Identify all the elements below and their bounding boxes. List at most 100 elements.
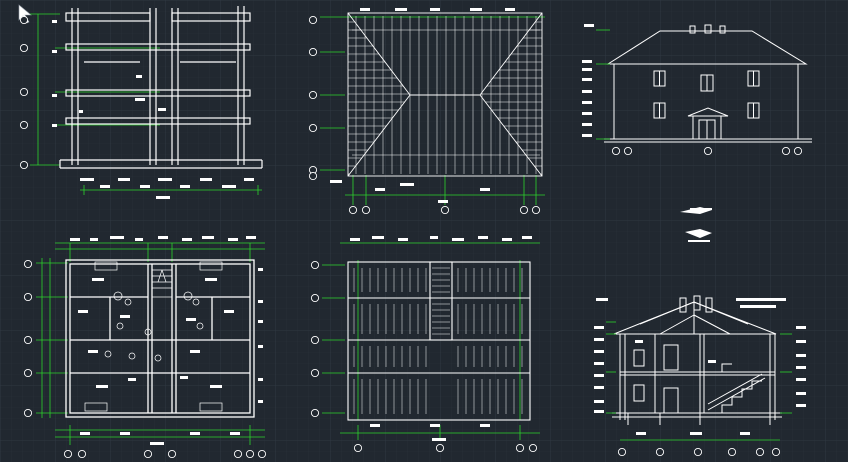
floor-plan-view[interactable]: [23, 236, 267, 459]
grid-bubble: [703, 146, 713, 156]
grid-bubble-circle: [310, 335, 320, 345]
grid-bubble-circle: [310, 293, 320, 303]
grid-bubble-circle: [655, 447, 665, 457]
grid-bubble-circle: [143, 449, 153, 459]
grid-bubble-circle: [23, 368, 33, 378]
grid-bubble: [308, 90, 318, 100]
grid-bubble: [611, 146, 621, 156]
grid-bubble-circle: [63, 449, 73, 459]
ucs-arrow-icon: [18, 4, 32, 24]
grid-bubble: [19, 120, 29, 130]
floorplan-walls: [65, 259, 255, 418]
roof-grid-bubbles-left: [308, 15, 318, 181]
grid-bubble-circle: [23, 335, 33, 345]
grid-bubble: [23, 259, 33, 269]
grid-bubble: [233, 449, 243, 459]
floor-framing-view[interactable]: [310, 236, 540, 453]
grid-bubble-circle: [308, 171, 318, 181]
grid-bubble: [19, 43, 29, 53]
floorplan-grid-bubbles-left: [23, 259, 33, 418]
grid-bubble-circle: [19, 43, 29, 53]
grid-bubble: [23, 368, 33, 378]
grid-bubble: [19, 160, 29, 170]
grid-bubble: [531, 205, 541, 215]
grid-bubble-circle: [531, 205, 541, 215]
grid-bubble-circle: [77, 449, 87, 459]
roof-plan-view[interactable]: [308, 8, 545, 215]
grid-bubble-circle: [23, 259, 33, 269]
grid-bubble-circle: [233, 449, 243, 459]
grid-bubble: [348, 205, 358, 215]
floorplan-text-marks: [70, 236, 263, 445]
grid-bubble-circle: [310, 368, 320, 378]
grid-bubble: [793, 146, 803, 156]
frame-elevation-view[interactable]: [19, 6, 263, 199]
grid-bubble: [308, 15, 318, 25]
grid-bubble-circle: [793, 146, 803, 156]
grid-bubble-circle: [23, 292, 33, 302]
grid-bubble: [310, 408, 320, 418]
grid-bubble-circle: [23, 408, 33, 418]
section-view[interactable]: [594, 295, 806, 457]
frame-members: [59, 6, 263, 169]
section-grid-bubbles: [617, 447, 781, 457]
frame-text-marks: [52, 20, 254, 199]
floorplan-dimension-lines: [36, 242, 265, 445]
elevation-building: [604, 24, 812, 143]
grid-bubble-circle: [245, 449, 255, 459]
grid-bubble: [257, 449, 267, 459]
front-elevation-view[interactable]: [582, 24, 812, 156]
grid-bubble-circle: [623, 146, 633, 156]
grid-bubble-circle: [703, 146, 713, 156]
grid-bubble: [727, 447, 737, 457]
elevation-level-marks: [582, 24, 594, 137]
roof-grid-bubbles-bottom: [348, 205, 541, 215]
grid-bubble: [308, 47, 318, 57]
grid-bubble: [23, 292, 33, 302]
grid-bubble-circle: [528, 443, 538, 453]
grid-bubble: [440, 205, 450, 215]
grid-bubble-circle: [257, 449, 267, 459]
grid-bubble-circle: [348, 205, 358, 215]
grid-bubble: [361, 205, 371, 215]
grid-bubble-circle: [781, 146, 791, 156]
grid-bubble: [781, 146, 791, 156]
grid-bubble-circle: [310, 260, 320, 270]
grid-bubble: [245, 449, 255, 459]
grid-bubble: [77, 449, 87, 459]
grid-bubble-circle: [19, 120, 29, 130]
grid-bubble-circle: [167, 449, 177, 459]
grid-bubble: [63, 449, 73, 459]
grid-bubble-circle: [693, 447, 703, 457]
grid-bubble-circle: [353, 443, 363, 453]
grid-bubble: [308, 123, 318, 133]
grid-bubble: [435, 443, 445, 453]
grid-bubble: [310, 368, 320, 378]
grid-bubble-circle: [19, 160, 29, 170]
grid-bubble-circle: [308, 123, 318, 133]
grid-bubble: [23, 335, 33, 345]
grid-bubble-circle: [611, 146, 621, 156]
grid-bubble-circle: [19, 87, 29, 97]
roof-rafters: [348, 16, 542, 175]
frame-grid-bubbles: [19, 15, 29, 170]
grid-bubble: [310, 335, 320, 345]
grid-bubble-circle: [440, 205, 450, 215]
framing-grid-bubbles-left: [310, 260, 320, 418]
grid-bubble: [310, 293, 320, 303]
grid-bubble: [755, 447, 765, 457]
elevation-level-lines: [596, 29, 610, 140]
grid-bubble: [353, 443, 363, 453]
grid-bubble-circle: [435, 443, 445, 453]
grid-bubble: [519, 205, 529, 215]
framing-grid-bubbles-bottom: [353, 443, 538, 453]
grid-bubble-circle: [308, 47, 318, 57]
grid-bubble-circle: [308, 90, 318, 100]
grid-bubble: [143, 449, 153, 459]
grid-bubble-circle: [755, 447, 765, 457]
grid-bubble-circle: [19, 15, 29, 25]
grid-bubble-circle: [771, 447, 781, 457]
grid-bubble: [19, 15, 29, 25]
